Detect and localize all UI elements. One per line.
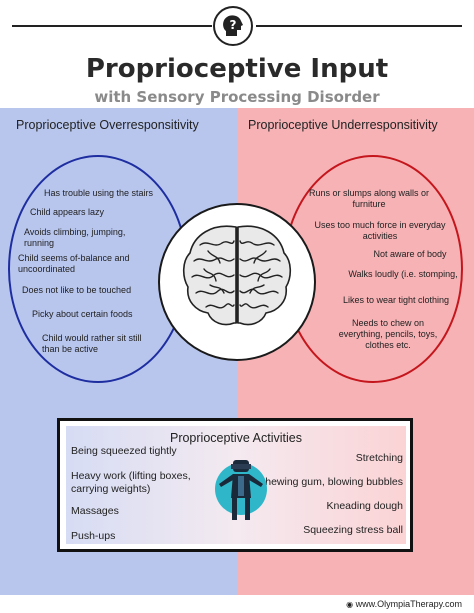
overresponsivity-heading: Proprioceptive Overresponsitivity — [16, 118, 199, 132]
over-item-balance: Child seems of-balance and uncoordinated — [18, 253, 130, 274]
under-item-clothing: Likes to wear tight clothing — [342, 295, 450, 305]
over-item-foods: Picky about certain foods — [32, 309, 133, 319]
underresponsivity-heading: Proprioceptive Underresponsitivity — [248, 118, 438, 132]
svg-text:?: ? — [230, 18, 237, 32]
activity-chewing-gum: Chewing gum, blowing bubbles — [257, 476, 403, 488]
under-item-force: Uses too much force in everyday activiti… — [314, 220, 446, 241]
over-item-touched: Does not like to be touched — [22, 285, 132, 295]
over-item-stairs: Has trouble using the stairs — [44, 188, 154, 198]
page-title: Proprioceptive Input — [85, 54, 389, 84]
brain-circle — [158, 203, 316, 361]
footer-url-text: www.OlympiaTherapy.com — [355, 599, 462, 609]
person-vr-icon — [219, 460, 263, 520]
activity-heavy-work: Heavy work (lifting boxes, carrying weig… — [71, 470, 191, 495]
under-item-chew: Needs to chew on everything, pencils, to… — [338, 318, 438, 350]
under-item-walks: Walks loudly (i.e. stomping, — [348, 269, 458, 279]
brain-icon — [182, 225, 292, 326]
over-item-lazy: Child appears lazy — [30, 207, 105, 217]
activity-stress-ball: Squeezing stress ball — [303, 524, 403, 536]
header-rule-right — [256, 25, 462, 27]
header-rule-left — [12, 25, 212, 27]
footer-url: ◉ www.OlympiaTherapy.com — [346, 599, 462, 609]
activity-kneading: Kneading dough — [326, 500, 404, 512]
globe-icon: ◉ — [346, 600, 354, 609]
page-subtitle: with Sensory Processing Disorder — [94, 88, 380, 106]
over-item-sit-still: Child would rather sit still than be act… — [42, 333, 142, 354]
under-item-slumps: Runs or slumps along walls or furniture — [308, 188, 430, 209]
activity-massages: Massages — [71, 505, 119, 517]
activity-squeezed: Being squeezed tightly — [71, 445, 177, 457]
activities-title: Proprioceptive Activities — [169, 431, 302, 445]
activity-stretching: Stretching — [355, 452, 403, 464]
head-question-icon: ? — [213, 6, 253, 46]
activity-pushups: Push-ups — [71, 530, 116, 542]
under-item-body: Not aware of body — [373, 249, 447, 259]
over-item-avoids: Avoids climbing, jumping, running — [24, 227, 126, 248]
